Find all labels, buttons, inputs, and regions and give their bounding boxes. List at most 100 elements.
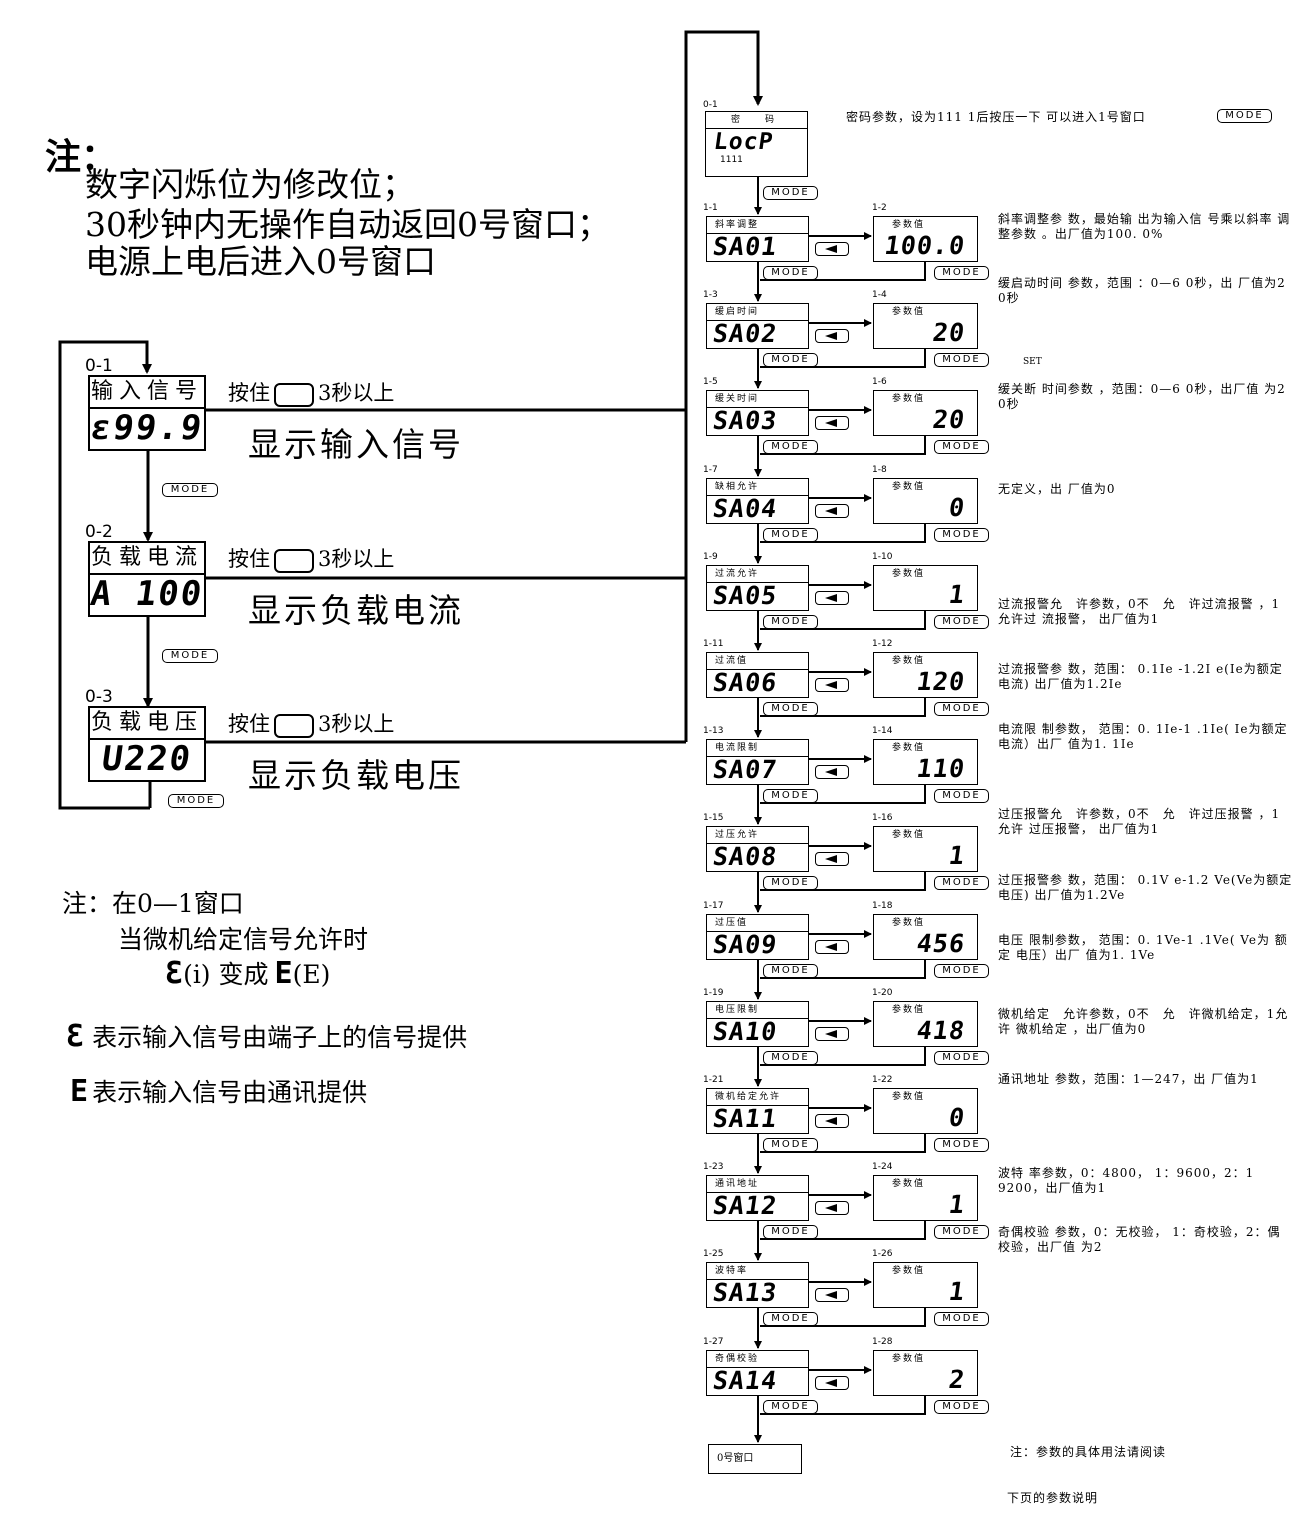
param-window[interactable]: 波特率 SA13 (706, 1262, 809, 1308)
terminal-signal-text: 表示输入信号由端子上的信号提供 (92, 1023, 468, 1052)
mode-key-icon[interactable]: MODE (763, 1400, 818, 1414)
mode-key-icon[interactable]: MODE (763, 186, 818, 200)
mode-key-icon[interactable]: MODE (763, 964, 818, 978)
value-window-display: 20 (930, 405, 968, 434)
mode-key-icon[interactable]: MODE (934, 876, 989, 890)
lock-window-display: LocP (712, 129, 776, 155)
param-window-display: SA14 (711, 1366, 780, 1395)
mode-key-icon[interactable]: MODE (934, 1225, 989, 1239)
value-window[interactable]: 参数值 100.0 (873, 216, 978, 262)
mode-key-icon[interactable]: MODE (934, 1138, 989, 1152)
mode-key-icon[interactable]: MODE (934, 353, 989, 367)
mode-key-icon[interactable]: MODE (763, 1312, 818, 1326)
mode-key-icon[interactable]: MODE (934, 615, 989, 629)
mode-key-icon[interactable]: MODE (763, 528, 818, 542)
mode-key-icon[interactable]: MODE (934, 528, 989, 542)
value-window[interactable]: 参数值 0 (873, 1088, 978, 1134)
left-window[interactable]: 负载电流 A 100 (88, 541, 206, 617)
value-window-code: 1-16 (872, 813, 893, 823)
comm-signal-text: 表示输入信号由通讯提供 (92, 1078, 368, 1107)
param-window-code: 1-5 (703, 377, 718, 387)
left-arrow-key-icon[interactable] (815, 678, 849, 692)
hold-label: 按住 (228, 381, 270, 405)
param-window[interactable]: 斜率调整 SA01 (706, 216, 809, 262)
mode-key-icon[interactable]: MODE (162, 649, 218, 663)
left-arrow-key-icon[interactable] (815, 1376, 849, 1390)
mode-key-icon[interactable]: MODE (934, 1051, 989, 1065)
value-window[interactable]: 参数值 456 (873, 914, 978, 960)
left-arrow-key-icon[interactable] (815, 416, 849, 430)
left-arrow-key-icon[interactable] (815, 1027, 849, 1041)
value-window-display: 1 (946, 841, 968, 870)
mode-key-icon[interactable]: MODE (934, 1400, 989, 1414)
hold-suffix: 3秒以上 (318, 381, 395, 405)
param-window[interactable]: 缓启时间 SA02 (706, 303, 809, 349)
param-window[interactable]: 微机给定允许 SA11 (706, 1088, 809, 1134)
value-window[interactable]: 参数值 0 (873, 478, 978, 524)
left-arrow-key-icon[interactable] (815, 765, 849, 779)
mode-key-icon[interactable]: MODE (934, 266, 989, 280)
left-arrow-key-icon[interactable] (815, 591, 849, 605)
lock-description: 密码参数，设为111 1后按压一下 可以进入1号窗口 (846, 110, 1146, 124)
value-window[interactable]: 参数值 20 (873, 303, 978, 349)
left-window[interactable]: 输入信号 ε99.9 (88, 375, 206, 451)
left-arrow-key-icon[interactable] (815, 1288, 849, 1302)
mode-key-icon[interactable]: MODE (934, 1312, 989, 1326)
mode-key-icon[interactable]: MODE (934, 440, 989, 454)
left-arrow-key-icon[interactable] (815, 940, 849, 954)
mode-key-icon[interactable]: MODE (763, 353, 818, 367)
mode-key-icon[interactable]: MODE (763, 789, 818, 803)
hold-label: 按住 (228, 712, 270, 736)
param-window[interactable]: 通讯地址 SA12 (706, 1175, 809, 1221)
mode-key-icon[interactable]: MODE (763, 1051, 818, 1065)
param-window[interactable]: 过流允许 SA05 (706, 565, 809, 611)
left-arrow-key-icon[interactable] (815, 504, 849, 518)
param-window[interactable]: 缺相允许 SA04 (706, 478, 809, 524)
mode-key-icon[interactable]: MODE (162, 483, 218, 497)
left-arrow-key-icon[interactable] (815, 852, 849, 866)
param-description: 过流报警参 数，范围： 0.1Ie -1.2I e(Ie为额定电流) 出厂值为1… (998, 662, 1283, 691)
left-arrow-key-icon[interactable] (815, 242, 849, 256)
mode-key-icon[interactable]: MODE (763, 266, 818, 280)
footer-note-1: 注：参数的具体用法请阅读 (1010, 1445, 1167, 1459)
value-window[interactable]: 参数值 1 (873, 1175, 978, 1221)
param-window[interactable]: 奇偶校验 SA14 (706, 1350, 809, 1396)
value-window[interactable]: 参数值 120 (873, 652, 978, 698)
param-window[interactable]: 过流值 SA06 (706, 652, 809, 698)
value-window-code: 1-28 (872, 1337, 893, 1347)
mode-key-icon[interactable]: MODE (763, 615, 818, 629)
mode-key-icon[interactable]: MODE (763, 440, 818, 454)
mode-key-icon[interactable]: MODE (1217, 109, 1272, 123)
value-window[interactable]: 参数值 20 (873, 390, 978, 436)
left-arrow-key-icon[interactable] (815, 329, 849, 343)
value-window[interactable]: 参数值 1 (873, 1262, 978, 1308)
mode-key-icon[interactable]: MODE (934, 964, 989, 978)
left-arrow-key-icon[interactable] (815, 1201, 849, 1215)
mode-key-icon[interactable]: MODE (934, 702, 989, 716)
value-window[interactable]: 参数值 2 (873, 1350, 978, 1396)
left-arrow-key-icon[interactable] (815, 1114, 849, 1128)
value-window[interactable]: 参数值 110 (873, 739, 978, 785)
mode-key-icon[interactable]: MODE (763, 1138, 818, 1152)
mode-key-icon[interactable]: MODE (168, 794, 224, 808)
mode-key-icon[interactable]: MODE (763, 1225, 818, 1239)
mode-key-icon[interactable]: MODE (763, 876, 818, 890)
value-window[interactable]: 参数值 1 (873, 565, 978, 611)
param-window[interactable]: 电流限制 SA07 (706, 739, 809, 785)
left-window[interactable]: 负载电压 U220 (88, 706, 206, 782)
value-window[interactable]: 参数值 418 (873, 1001, 978, 1047)
param-window[interactable]: 过压允许 SA08 (706, 826, 809, 872)
param-window[interactable]: 缓关时间 SA03 (706, 390, 809, 436)
param-window-title: 缓启时间 (715, 307, 760, 317)
mode-key-icon[interactable]: MODE (934, 789, 989, 803)
param-window[interactable]: 电压限制 SA10 (706, 1001, 809, 1047)
note-line-1: 数字闪烁位为修改位； (85, 165, 415, 204)
lock-window: 密 码 LocP 1111 (705, 111, 808, 177)
mode-key-icon[interactable]: MODE (763, 702, 818, 716)
param-window[interactable]: 过压值 SA09 (706, 914, 809, 960)
value-window[interactable]: 参数值 1 (873, 826, 978, 872)
param-description: 缓启动时间 参数，范围 ：0—6 0秒，出 厂值为2 0秒 (998, 276, 1286, 305)
param-window-display: SA06 (711, 668, 780, 697)
